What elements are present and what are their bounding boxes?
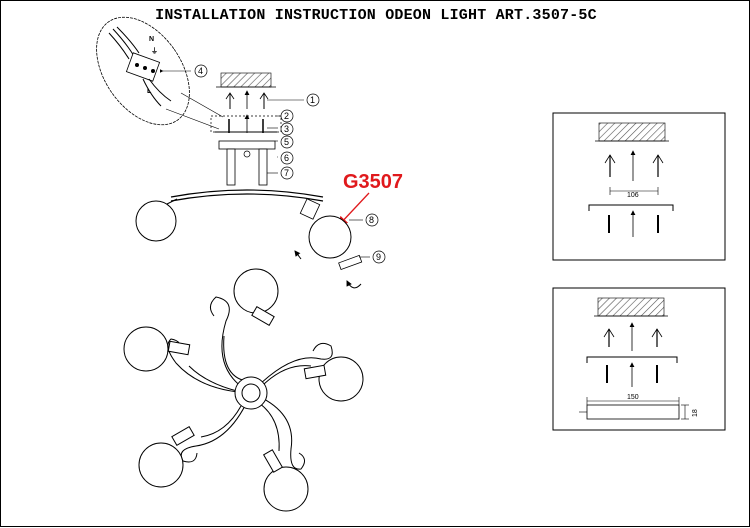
wiring-detail-bubble: N ⏚ L: [96, 16, 224, 130]
side-view-fixture: [135, 189, 324, 242]
wire-label-n: N: [149, 36, 154, 43]
callout-1: 1: [267, 93, 320, 107]
callout-6: 6: [277, 151, 294, 165]
svg-text:1: 1: [310, 95, 315, 105]
callout-3: 3: [267, 122, 294, 136]
model-label: G3507: [343, 171, 403, 193]
callout-8: 8: [349, 213, 379, 227]
svg-text:9: 9: [376, 252, 381, 262]
svg-text:5: 5: [284, 137, 289, 147]
svg-text:3: 3: [284, 124, 289, 134]
model-label-group: G3507: [337, 171, 403, 227]
callout-5: 5: [275, 135, 294, 149]
top-view-shades: [123, 268, 364, 512]
svg-text:8: 8: [369, 215, 374, 225]
callout-9: 9: [359, 250, 386, 264]
detail-box-bracket-spacing: 106: [552, 112, 726, 261]
mount-spacing-dimension: 106: [627, 192, 639, 199]
wall-anchor: [225, 92, 269, 109]
plate-width-dimension: 150: [627, 394, 639, 401]
page-title: INSTALLATION INSTRUCTION ODEON LIGHT ART…: [155, 7, 597, 24]
svg-text:7: 7: [284, 168, 289, 178]
svg-text:6: 6: [284, 153, 289, 163]
top-view-chandelier: [167, 296, 333, 470]
svg-text:4: 4: [198, 66, 203, 76]
detached-shade: [294, 215, 363, 289]
callout-4: 4: [160, 64, 208, 78]
callout-7: 7: [267, 166, 294, 180]
callout-2: 2: [277, 109, 294, 123]
detail-box-plate-dimensions: 150 18: [552, 287, 726, 431]
ceiling-mount-assembly: [210, 72, 282, 186]
plate-height-dimension: 18: [692, 409, 699, 417]
svg-text:2: 2: [284, 111, 289, 121]
wire-label-ground: ⏚: [151, 47, 158, 55]
